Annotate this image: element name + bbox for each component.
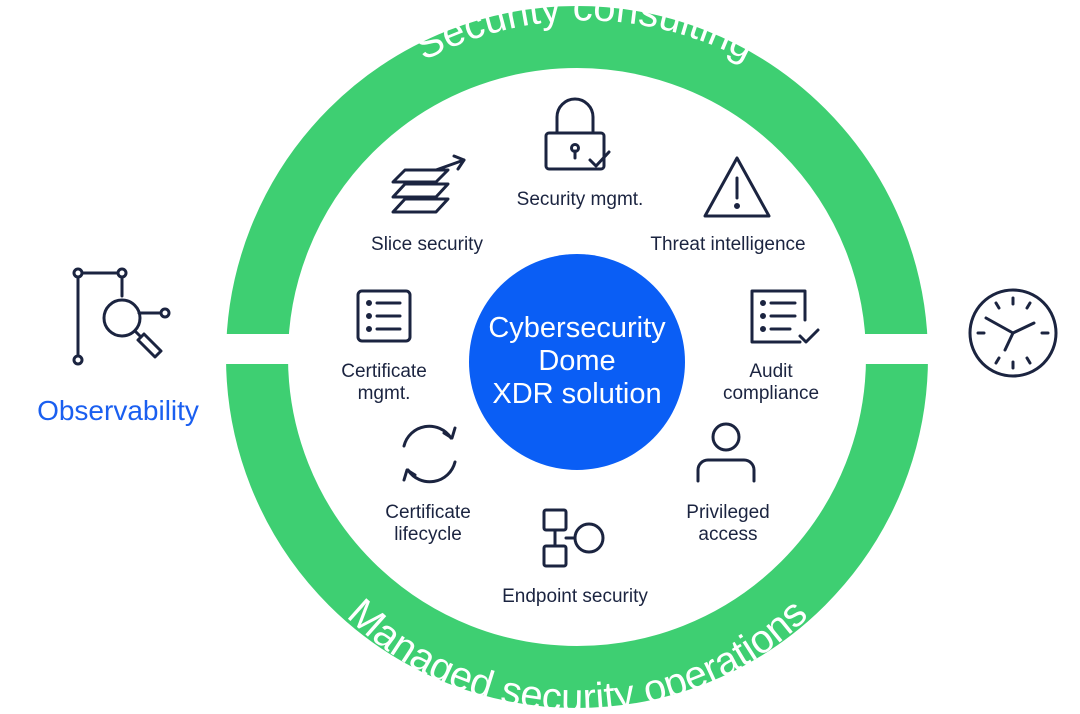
clock-icon [968, 288, 1058, 378]
person-icon [696, 422, 756, 483]
item-security-mgmt-label: Security mgmt. [517, 189, 644, 210]
endpoint-flow-icon [542, 508, 605, 568]
item-privileged-access-label-2: access [698, 524, 757, 545]
item-certificate-lifecycle-label-2: lifecycle [394, 524, 462, 545]
layers-icon [391, 154, 466, 214]
item-threat-intelligence-label: Threat intelligence [650, 234, 805, 255]
center-line-2: Dome [538, 345, 615, 377]
item-certificate-mgmt-label-1: Certificate [341, 361, 427, 382]
item-certificate-mgmt-label-2: mgmt. [358, 383, 411, 404]
observability-label: Observability [37, 395, 199, 426]
ring-gap-right [855, 334, 945, 364]
item-audit-compliance-label-1: Audit [749, 361, 793, 382]
item-slice-security-label: Slice security [371, 234, 483, 255]
item-privileged-access-label-1: Privileged [686, 502, 769, 523]
center-line-1: Cybersecurity [488, 312, 666, 344]
ring-gap-left [210, 334, 300, 364]
checklist-icon [750, 289, 820, 344]
observability-icon [72, 267, 171, 366]
item-endpoint-security-label: Endpoint security [502, 586, 648, 607]
lock-icon [544, 97, 611, 171]
warning-icon [703, 156, 771, 218]
center-circle [469, 254, 685, 470]
list-document-icon [356, 289, 412, 343]
item-audit-compliance-label-2: compliance [723, 383, 819, 404]
center-line-3: XDR solution [492, 378, 661, 410]
item-certificate-lifecycle-label-1: Certificate [385, 502, 471, 523]
refresh-icon [402, 424, 457, 484]
